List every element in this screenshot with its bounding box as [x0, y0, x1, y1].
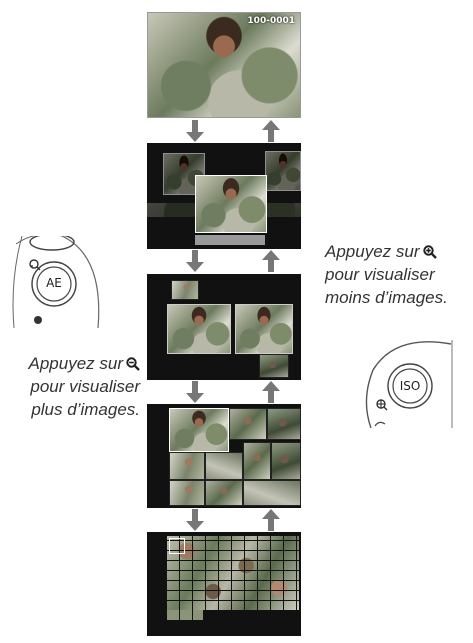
- photo-left: [167, 304, 231, 354]
- arrow-up-icon: [262, 120, 280, 142]
- screen-nine-images: [147, 404, 301, 508]
- arrow-down-icon: [186, 120, 204, 142]
- grid-cell: [243, 480, 301, 506]
- arrow-down-icon: [186, 381, 204, 403]
- photo-back-left: [163, 153, 205, 195]
- image-counter: 100-0001: [247, 16, 295, 26]
- screen-single-image: 100-0001: [147, 12, 301, 118]
- arrow-up-icon: [262, 381, 280, 403]
- caption-line: pour visualiser: [30, 377, 140, 396]
- ae-button-label: AE: [46, 276, 62, 290]
- zoom-out-icon: [126, 357, 140, 371]
- grid-cell: [243, 442, 271, 480]
- arrow-up-icon: [262, 250, 280, 272]
- photo-center: [195, 175, 267, 233]
- thumb-prev: [171, 280, 199, 300]
- transition-bar: [195, 235, 265, 245]
- grid-selected-photo: [169, 408, 229, 452]
- grid-cell: [169, 480, 205, 506]
- grid-cell: [267, 408, 301, 440]
- camera-dial-left: AE: [0, 236, 104, 328]
- photo-full: [147, 12, 301, 118]
- arrow-down-icon: [186, 509, 204, 531]
- grid-cell: [229, 408, 267, 440]
- screen-transition: [147, 143, 301, 249]
- arrow-up-icon: [262, 509, 280, 531]
- caption-view-more: Appuyez sur pour visualiser plus d’image…: [0, 352, 141, 421]
- screen-hundred-images: [147, 532, 301, 636]
- grid-cell: [169, 452, 205, 480]
- iso-button-label: ISO: [399, 379, 421, 393]
- caption-view-fewer: Appuyez sur pour visualiser moins d’imag…: [325, 240, 473, 309]
- grid-cell: [205, 452, 243, 480]
- arrow-down-icon: [186, 250, 204, 272]
- zoom-in-icon: [422, 245, 437, 259]
- thumbnail-grid-row: [167, 610, 203, 620]
- thumb-next: [259, 354, 289, 378]
- screen-two-images: [147, 274, 301, 380]
- grid-cell: [205, 480, 243, 506]
- photo-right: [235, 304, 293, 354]
- grid-selected-cell: [169, 538, 185, 554]
- caption-line: Appuyez sur: [0, 352, 140, 375]
- caption-line: Appuyez sur: [325, 240, 473, 263]
- caption-line: moins d’images.: [325, 288, 448, 307]
- caption-line: plus d’images.: [31, 400, 140, 419]
- photo-back-right: [265, 151, 301, 191]
- camera-dial-right: ISO: [355, 340, 453, 428]
- grid-cell: [271, 442, 301, 480]
- caption-line: pour visualiser: [325, 265, 435, 284]
- thumbnail-grid: [167, 536, 299, 610]
